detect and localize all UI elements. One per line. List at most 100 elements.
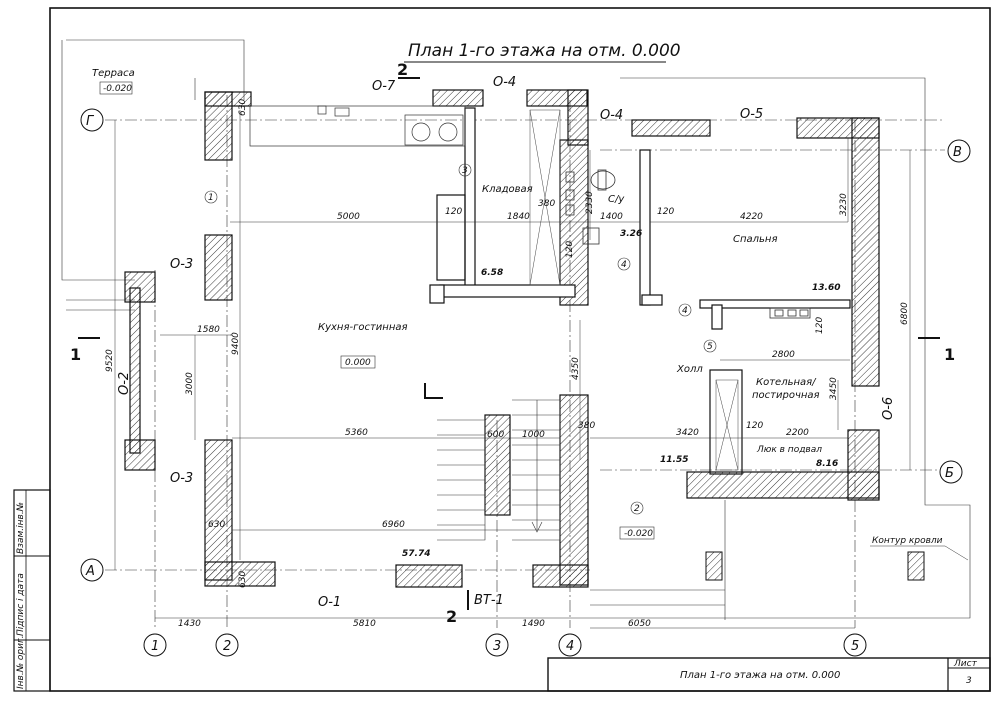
wc-fixtures [565,169,811,319]
section-mark-1-right: 1 [944,345,955,364]
opening-o4-b: О-4 [600,108,623,123]
room-boiler-line1: Котельная/ [756,377,817,388]
room-storage: Кладовая [482,184,533,195]
openings: О-7 О-4 О-4 О-5 О-3 О-3 О-2 О-1 О-6 ВТ-1 [117,75,896,610]
storage-shelves [529,109,739,471]
section-cut-lines [78,77,940,610]
dim-380-a: 380 [538,199,555,209]
page-title: План 1-го этажа на отм. 0.000 [408,41,681,61]
dim-4350: 4350 [571,357,581,380]
room-terrace: Терраса [92,68,135,79]
axis-col-0: 1 [151,639,159,654]
dim-2200: 2200 [786,428,809,438]
room-num-3: 3 [462,166,468,176]
title-block: План 1-го этажа на отм. 0.000 Лист 3 [547,657,991,692]
axis-col-4: 5 [851,639,859,654]
opening-vt1: ВТ-1 [474,593,504,608]
posts [705,551,925,581]
axis-col-2: 3 [493,639,501,654]
dim-120-d: 120 [815,317,825,334]
sheet-frame [49,7,991,692]
dim-2800: 2800 [772,350,795,360]
room-num-2: 2 [634,504,640,514]
room-boiler-line2: постирочная [752,390,820,401]
kitchen-equipment [249,105,466,147]
outline-lines [61,39,971,620]
opening-o7: О-7 [372,79,396,94]
opening-o2: О-2 [117,372,132,395]
opening-o4-a: О-4 [493,75,516,90]
side-stamp: Взам.інв.№ Підпис і дата Інв.№ ориг. [13,489,51,692]
area-hall: 11.55 [660,455,688,465]
axis-col-1: 2 [223,639,231,654]
dim-5360: 5360 [345,428,368,438]
dim-1840: 1840 [507,212,530,222]
side-label-2: Інв.№ ориг. [16,635,26,689]
dim-9520: 9520 [105,349,115,372]
area-storage: 6.58 [481,268,503,278]
dim-3000: 3000 [185,372,195,395]
partitions [429,107,851,475]
dims-mid: 1580 3000 9400 9520 4350 2800 3450 6800 … [105,241,910,400]
level-terrace: -0.020 [103,84,132,94]
area-boiler: 8.16 [816,459,838,469]
dim-2330: 2330 [585,191,595,214]
room-bedroom: Спальня [733,234,778,245]
axis-col-3: 4 [566,639,574,654]
room-kitchen: Кухня-гостинная [318,322,408,333]
dim-4220: 4220 [740,212,763,222]
dim-1400: 1400 [600,212,623,222]
hatch-label: Люк в подвал [756,445,822,455]
dimension-lines [114,110,911,629]
dim-120-e: 120 [746,421,763,431]
dim-6960: 6960 [382,520,405,530]
room-num-5: 5 [707,342,713,352]
area-wc: 3.26 [620,229,642,239]
stamp-sheet-number: 3 [966,676,972,686]
dim-6800: 6800 [900,302,910,325]
dim-380-b: 380 [578,421,595,431]
axis-row-3: А [85,564,95,579]
axis-row-0: Г [86,114,95,129]
section-mark-1-left: 1 [70,345,81,364]
dim-1430: 1430 [178,619,201,629]
dim-3420: 3420 [676,428,699,438]
room-numbers [204,163,717,515]
section-mark-2-top: 2 [397,60,408,79]
roof-label: Контур кровли [872,536,943,546]
opening-o6: О-6 [881,397,896,420]
dim-630-a: 630 [208,520,225,530]
level-main: 0.000 [345,358,371,368]
dim-9400: 9400 [231,332,241,355]
room-areas: 6.58 3.26 13.60 11.55 8.16 57.74 [402,229,840,559]
level-entrance: -0.020 [624,529,653,539]
dim-120-c: 120 [565,241,575,258]
dim-630-b: 630 [238,571,248,588]
room-wc: С/у [608,194,625,205]
dims-top: 5000 120 1840 380 2330 1400 120 4220 323… [337,191,849,222]
axis-row-1: В [953,145,962,160]
section-mark-2-bottom: 2 [446,607,457,626]
dim-600: 600 [487,430,504,440]
stairs [437,399,561,541]
dim-3450: 3450 [829,377,839,400]
dims-bottom: 630 6960 630 630 1430 5810 1490 6050 [178,99,651,629]
opening-o3-top: О-3 [170,257,193,272]
dim-120-a: 120 [445,207,462,217]
dim-1000: 1000 [522,430,545,440]
room-num-1: 1 [208,193,214,203]
dims-low: 5360 600 1000 380 3420 120 2200 [345,421,809,440]
dim-3230: 3230 [839,193,849,216]
opening-o3-bottom: О-3 [170,471,193,486]
dim-5000: 5000 [337,212,360,222]
dim-5810: 5810 [353,619,376,629]
axis-row-2: Б [945,466,954,481]
opening-o1: О-1 [318,595,341,610]
room-num-4a: 4 [621,260,627,270]
side-label-0: Взам.інв.№ [16,502,26,554]
dim-120-b: 120 [657,207,674,217]
dim-6050: 6050 [628,619,651,629]
dim-1490: 1490 [522,619,545,629]
